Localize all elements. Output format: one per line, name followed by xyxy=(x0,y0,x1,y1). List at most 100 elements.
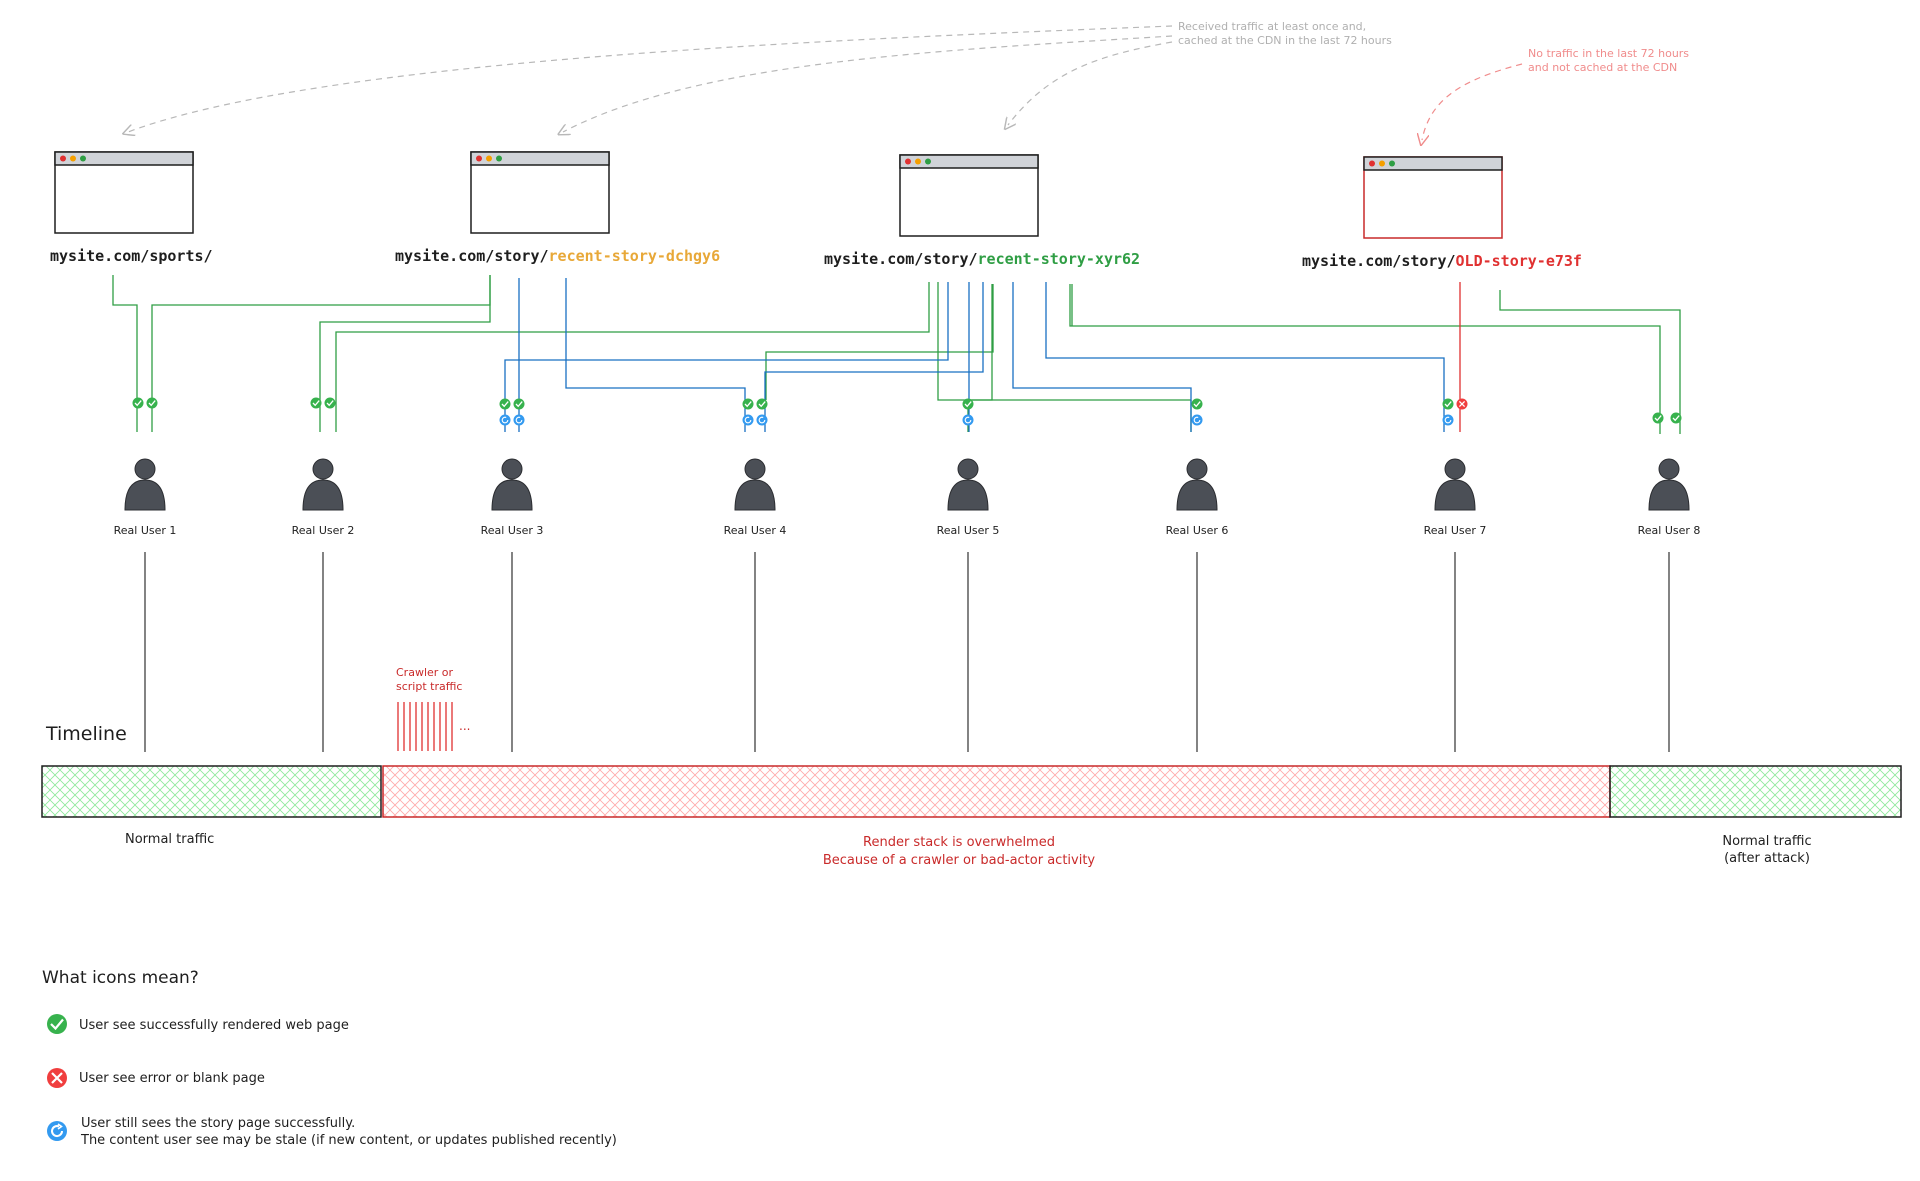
page-url-slug: OLD-story-e73f xyxy=(1456,252,1582,270)
refresh-circle-icon xyxy=(47,1121,67,1141)
legend-item-text: User still sees the story page successfu… xyxy=(81,1116,355,1131)
check-circle-icon xyxy=(310,397,322,409)
not-cached-arrow xyxy=(1422,63,1523,140)
crawler-label-line2: script traffic xyxy=(396,680,462,693)
user-2: Real User 2 xyxy=(292,458,355,752)
not-cached-annotation-line2: and not cached at the CDN xyxy=(1528,61,1677,74)
svg-text:mysite.com/story/recent-story-: mysite.com/story/recent-story-dchgy6 xyxy=(395,247,720,265)
svg-text:mysite.com/sports/: mysite.com/sports/ xyxy=(50,247,213,265)
user-avatar-icon xyxy=(124,458,166,511)
legend-item-error: User see error or blank page xyxy=(47,1068,265,1088)
user-avatar-icon xyxy=(1176,458,1218,511)
legend: What icons mean? User see successfully r… xyxy=(42,968,617,1148)
page-sports: mysite.com/sports/ xyxy=(50,151,213,265)
page-url-prefix: mysite.com/story/ xyxy=(824,250,978,268)
not-cached-annotation-line1: No traffic in the last 72 hours xyxy=(1528,47,1689,60)
refresh-circle-icon xyxy=(756,414,768,426)
connections-stale xyxy=(504,278,1445,432)
cached-annotation-line2: cached at the CDN in the last 72 hours xyxy=(1178,34,1392,47)
check-circle-icon xyxy=(499,398,511,410)
user-avatar-icon xyxy=(491,458,533,511)
page-url-slug: recent-story-dchgy6 xyxy=(549,247,721,265)
check-circle-icon xyxy=(756,398,768,410)
cached-annotation: Received traffic at least once and, cach… xyxy=(1178,20,1392,47)
refresh-circle-icon xyxy=(962,414,974,426)
user-4: Real User 4 xyxy=(724,458,787,752)
timeline-bar xyxy=(41,765,1902,818)
user-label: Real User 8 xyxy=(1638,524,1701,537)
legend-title: What icons mean? xyxy=(42,968,199,988)
user-7: Real User 7 xyxy=(1424,458,1487,752)
check-circle-icon xyxy=(742,398,754,410)
user-label: Real User 7 xyxy=(1424,524,1487,537)
user-8: Real User 8 xyxy=(1638,458,1701,752)
crawler-request-marks xyxy=(397,702,453,751)
user-6: Real User 6 xyxy=(1166,458,1229,752)
check-circle-icon xyxy=(513,398,525,410)
timeline-label-overwhelmed: Render stack is overwhelmed xyxy=(863,835,1055,850)
legend-item-success: User see successfully rendered web page xyxy=(47,1014,349,1034)
timeline-label-after: Normal traffic xyxy=(1722,834,1811,849)
timeline-segment-normal xyxy=(41,765,382,818)
user-label: Real User 4 xyxy=(724,524,787,537)
user-3: Real User 3 xyxy=(481,458,544,752)
legend-item-text-line2: The content user see may be stale (if ne… xyxy=(80,1133,617,1148)
refresh-circle-icon xyxy=(499,414,511,426)
check-circle-icon xyxy=(47,1014,67,1034)
not-cached-annotation: No traffic in the last 72 hours and not … xyxy=(1422,47,1689,140)
user-5: Real User 5 xyxy=(937,458,1000,752)
timeline-label-overwhelmed-line2: Because of a crawler or bad-actor activi… xyxy=(823,853,1096,868)
legend-item-text: User see error or blank page xyxy=(79,1071,265,1086)
users: Real User 1 Real User 2 Real User 3 Real Us… xyxy=(114,458,1701,752)
legend-item-stale: User still sees the story page successfu… xyxy=(47,1116,617,1148)
check-circle-icon xyxy=(1652,412,1664,424)
x-circle-icon xyxy=(1456,398,1468,410)
page-recent-story-dchgy6: mysite.com/story/recent-story-dchgy6 xyxy=(395,151,720,265)
svg-text:mysite.com/story/OLD-story-e73: mysite.com/story/OLD-story-e73f xyxy=(1302,252,1582,270)
page-url-prefix: mysite.com/sports/ xyxy=(50,247,213,265)
check-circle-icon xyxy=(1191,398,1203,410)
check-circle-icon xyxy=(132,397,144,409)
page-url-slug: recent-story-xyr62 xyxy=(978,250,1141,268)
page-old-story-e73f: mysite.com/story/OLD-story-e73f xyxy=(1302,156,1582,270)
crawler-ellipsis: ... xyxy=(459,719,470,733)
user-1: Real User 1 xyxy=(114,458,177,752)
refresh-circle-icon xyxy=(742,414,754,426)
check-circle-icon xyxy=(324,397,336,409)
user-label: Real User 2 xyxy=(292,524,355,537)
page-url-prefix: mysite.com/story/ xyxy=(395,247,549,265)
crawler-traffic: Crawler or script traffic ... xyxy=(396,666,470,751)
user-label: Real User 3 xyxy=(481,524,544,537)
timeline-title: Timeline xyxy=(45,723,127,745)
cached-arrow-xyr62 xyxy=(1008,41,1173,125)
check-circle-icon xyxy=(1442,398,1454,410)
svg-text:mysite.com/story/recent-story-: mysite.com/story/recent-story-xyr62 xyxy=(824,250,1140,268)
refresh-circle-icon xyxy=(1191,414,1203,426)
cached-annotation-line1: Received traffic at least once and, xyxy=(1178,20,1366,33)
user-avatar-icon xyxy=(947,458,989,511)
timeline-segment-after-attack xyxy=(1609,765,1902,818)
timeline-segment-overwhelmed xyxy=(382,765,1611,818)
status-icons xyxy=(132,397,1682,426)
check-circle-icon xyxy=(1670,412,1682,424)
page-url-prefix: mysite.com/story/ xyxy=(1302,252,1456,270)
user-avatar-icon xyxy=(302,458,344,511)
user-avatar-icon xyxy=(1648,458,1690,511)
user-avatar-icon xyxy=(1434,458,1476,511)
timeline-label-after-line2: (after attack) xyxy=(1724,851,1810,866)
refresh-circle-icon xyxy=(513,414,525,426)
check-circle-icon xyxy=(962,398,974,410)
user-label: Real User 1 xyxy=(114,524,177,537)
check-circle-icon xyxy=(146,397,158,409)
legend-item-text: User see successfully rendered web page xyxy=(79,1018,349,1033)
cached-arrows xyxy=(128,25,1173,132)
user-label: Real User 5 xyxy=(937,524,1000,537)
user-label: Real User 6 xyxy=(1166,524,1229,537)
refresh-circle-icon xyxy=(1442,414,1454,426)
page-recent-story-xyr62: mysite.com/story/recent-story-xyr62 xyxy=(824,154,1140,268)
user-avatar-icon xyxy=(734,458,776,511)
crawler-label-line1: Crawler or xyxy=(396,666,454,679)
timeline-label-normal: Normal traffic xyxy=(125,832,214,847)
connections-success xyxy=(112,275,1681,434)
